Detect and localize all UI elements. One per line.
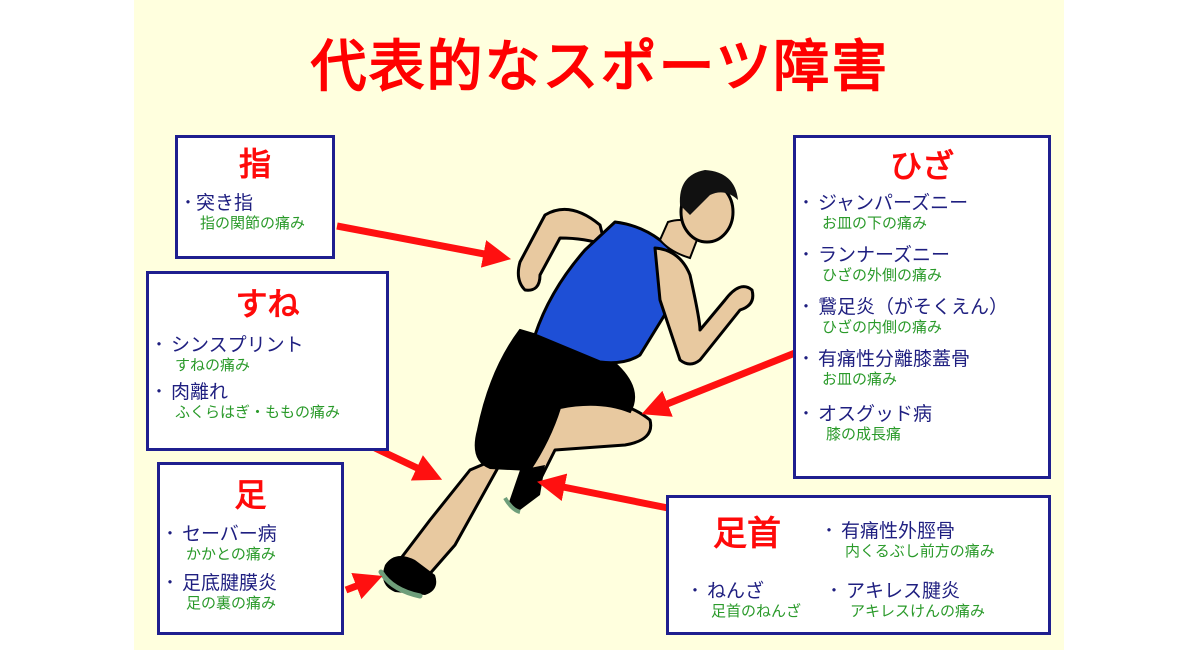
runner-shorts-icon xyxy=(474,328,635,472)
injury-description: 指の関節の痛み xyxy=(200,214,306,232)
injury-description: すねの痛み xyxy=(175,356,251,374)
finger-box-title: 指 xyxy=(238,145,271,183)
shin-box-title: すね xyxy=(235,285,300,323)
ankle-injury-box: 足首 有痛性外脛骨 内くるぶし前方の痛み ねんざ 足首のねんざ アキレス腱炎 ア… xyxy=(666,495,1051,635)
injury-name: 有痛性分離膝蓋骨 xyxy=(818,348,1048,370)
injury-description: お皿の下の痛み xyxy=(822,214,928,232)
injury-item: シンスプリント すねの痛み xyxy=(149,334,386,375)
foot-box-title: 足 xyxy=(234,476,267,514)
arrow-knee xyxy=(641,349,797,417)
injury-description: ひざの外側の痛み xyxy=(822,266,943,284)
injury-description: 内くるぶし前方の痛み xyxy=(845,542,995,560)
arrow-finger xyxy=(336,222,512,268)
injury-name: ねんざ xyxy=(707,580,801,602)
injury-item: 足底腱膜炎 足の裏の痛み xyxy=(160,572,341,613)
injury-item: 肉離れ ふくらはぎ・ももの痛み xyxy=(149,381,386,422)
injury-description: ふくらはぎ・ももの痛み xyxy=(175,403,341,421)
injury-description: お皿の痛み xyxy=(822,370,898,388)
knee-injury-box: ひざ ジャンパーズニー お皿の下の痛み ランナーズニー ひざの外側の痛み 鵞足炎… xyxy=(793,135,1051,479)
injury-item: 鵞足炎（がそくえん） ひざの内側の痛み xyxy=(796,296,1048,337)
runner-front-arm-icon xyxy=(653,246,755,366)
page-title: 代表的なスポーツ障害 xyxy=(310,35,890,100)
arrow-foot xyxy=(344,572,383,600)
injury-item: セーバー病 かかとの痛み xyxy=(160,523,341,564)
injury-name: 鵞足炎（がそくえん） xyxy=(818,296,1048,318)
injury-item: オスグッド病 膝の成長痛 xyxy=(796,403,1048,444)
foot-injury-box: 足 セーバー病 かかとの痛み 足底腱膜炎 足の裏の痛み xyxy=(157,462,344,635)
injury-description: 足の裏の痛み xyxy=(186,594,277,612)
injury-name: オスグッド病 xyxy=(818,403,1048,425)
injury-name: シンスプリント xyxy=(171,334,386,356)
runner-head-icon xyxy=(679,170,738,244)
runner-back-leg-icon xyxy=(378,453,507,599)
injury-item: 有痛性外脛骨 内くるぶし前方の痛み xyxy=(819,520,995,561)
injury-item: 突き指 指の関節の痛み xyxy=(178,192,332,233)
finger-injury-box: 指 突き指 指の関節の痛み xyxy=(175,135,335,259)
injury-item: アキレス腱炎 アキレスけんの痛み xyxy=(824,580,985,621)
injury-name: 突き指 xyxy=(196,192,332,214)
ankle-box-title: 足首 xyxy=(713,514,781,554)
runner-shirt-icon xyxy=(533,220,685,365)
injury-description: 膝の成長痛 xyxy=(826,425,902,443)
injury-item: 有痛性分離膝蓋骨 お皿の痛み xyxy=(796,348,1048,389)
injury-item: ランナーズニー ひざの外側の痛み xyxy=(796,244,1048,285)
injury-item: ねんざ 足首のねんざ xyxy=(685,580,801,621)
injury-description: ひざの内側の痛み xyxy=(822,318,943,336)
knee-box-title: ひざ xyxy=(889,147,954,185)
injury-name: ランナーズニー xyxy=(818,244,1048,266)
injury-name: セーバー病 xyxy=(182,523,341,545)
injury-name: アキレス腱炎 xyxy=(846,580,985,602)
injury-name: 足底腱膜炎 xyxy=(182,572,341,594)
injury-description: 足首のねんざ xyxy=(711,602,802,620)
injury-description: かかとの痛み xyxy=(186,545,276,563)
injury-name: ジャンパーズニー xyxy=(818,192,1048,214)
arrow-shin xyxy=(373,444,443,481)
runner-back-arm-icon xyxy=(516,207,607,292)
injury-name: 有痛性外脛骨 xyxy=(841,520,995,542)
injury-item: ジャンパーズニー お皿の下の痛み xyxy=(796,192,1048,233)
injury-name: 肉離れ xyxy=(171,381,386,403)
injury-description: アキレスけんの痛み xyxy=(850,602,986,620)
arrow-ankle xyxy=(537,473,669,512)
shin-injury-box: すね シンスプリント すねの痛み 肉離れ ふくらはぎ・ももの痛み xyxy=(146,271,389,451)
arrows xyxy=(336,222,797,600)
